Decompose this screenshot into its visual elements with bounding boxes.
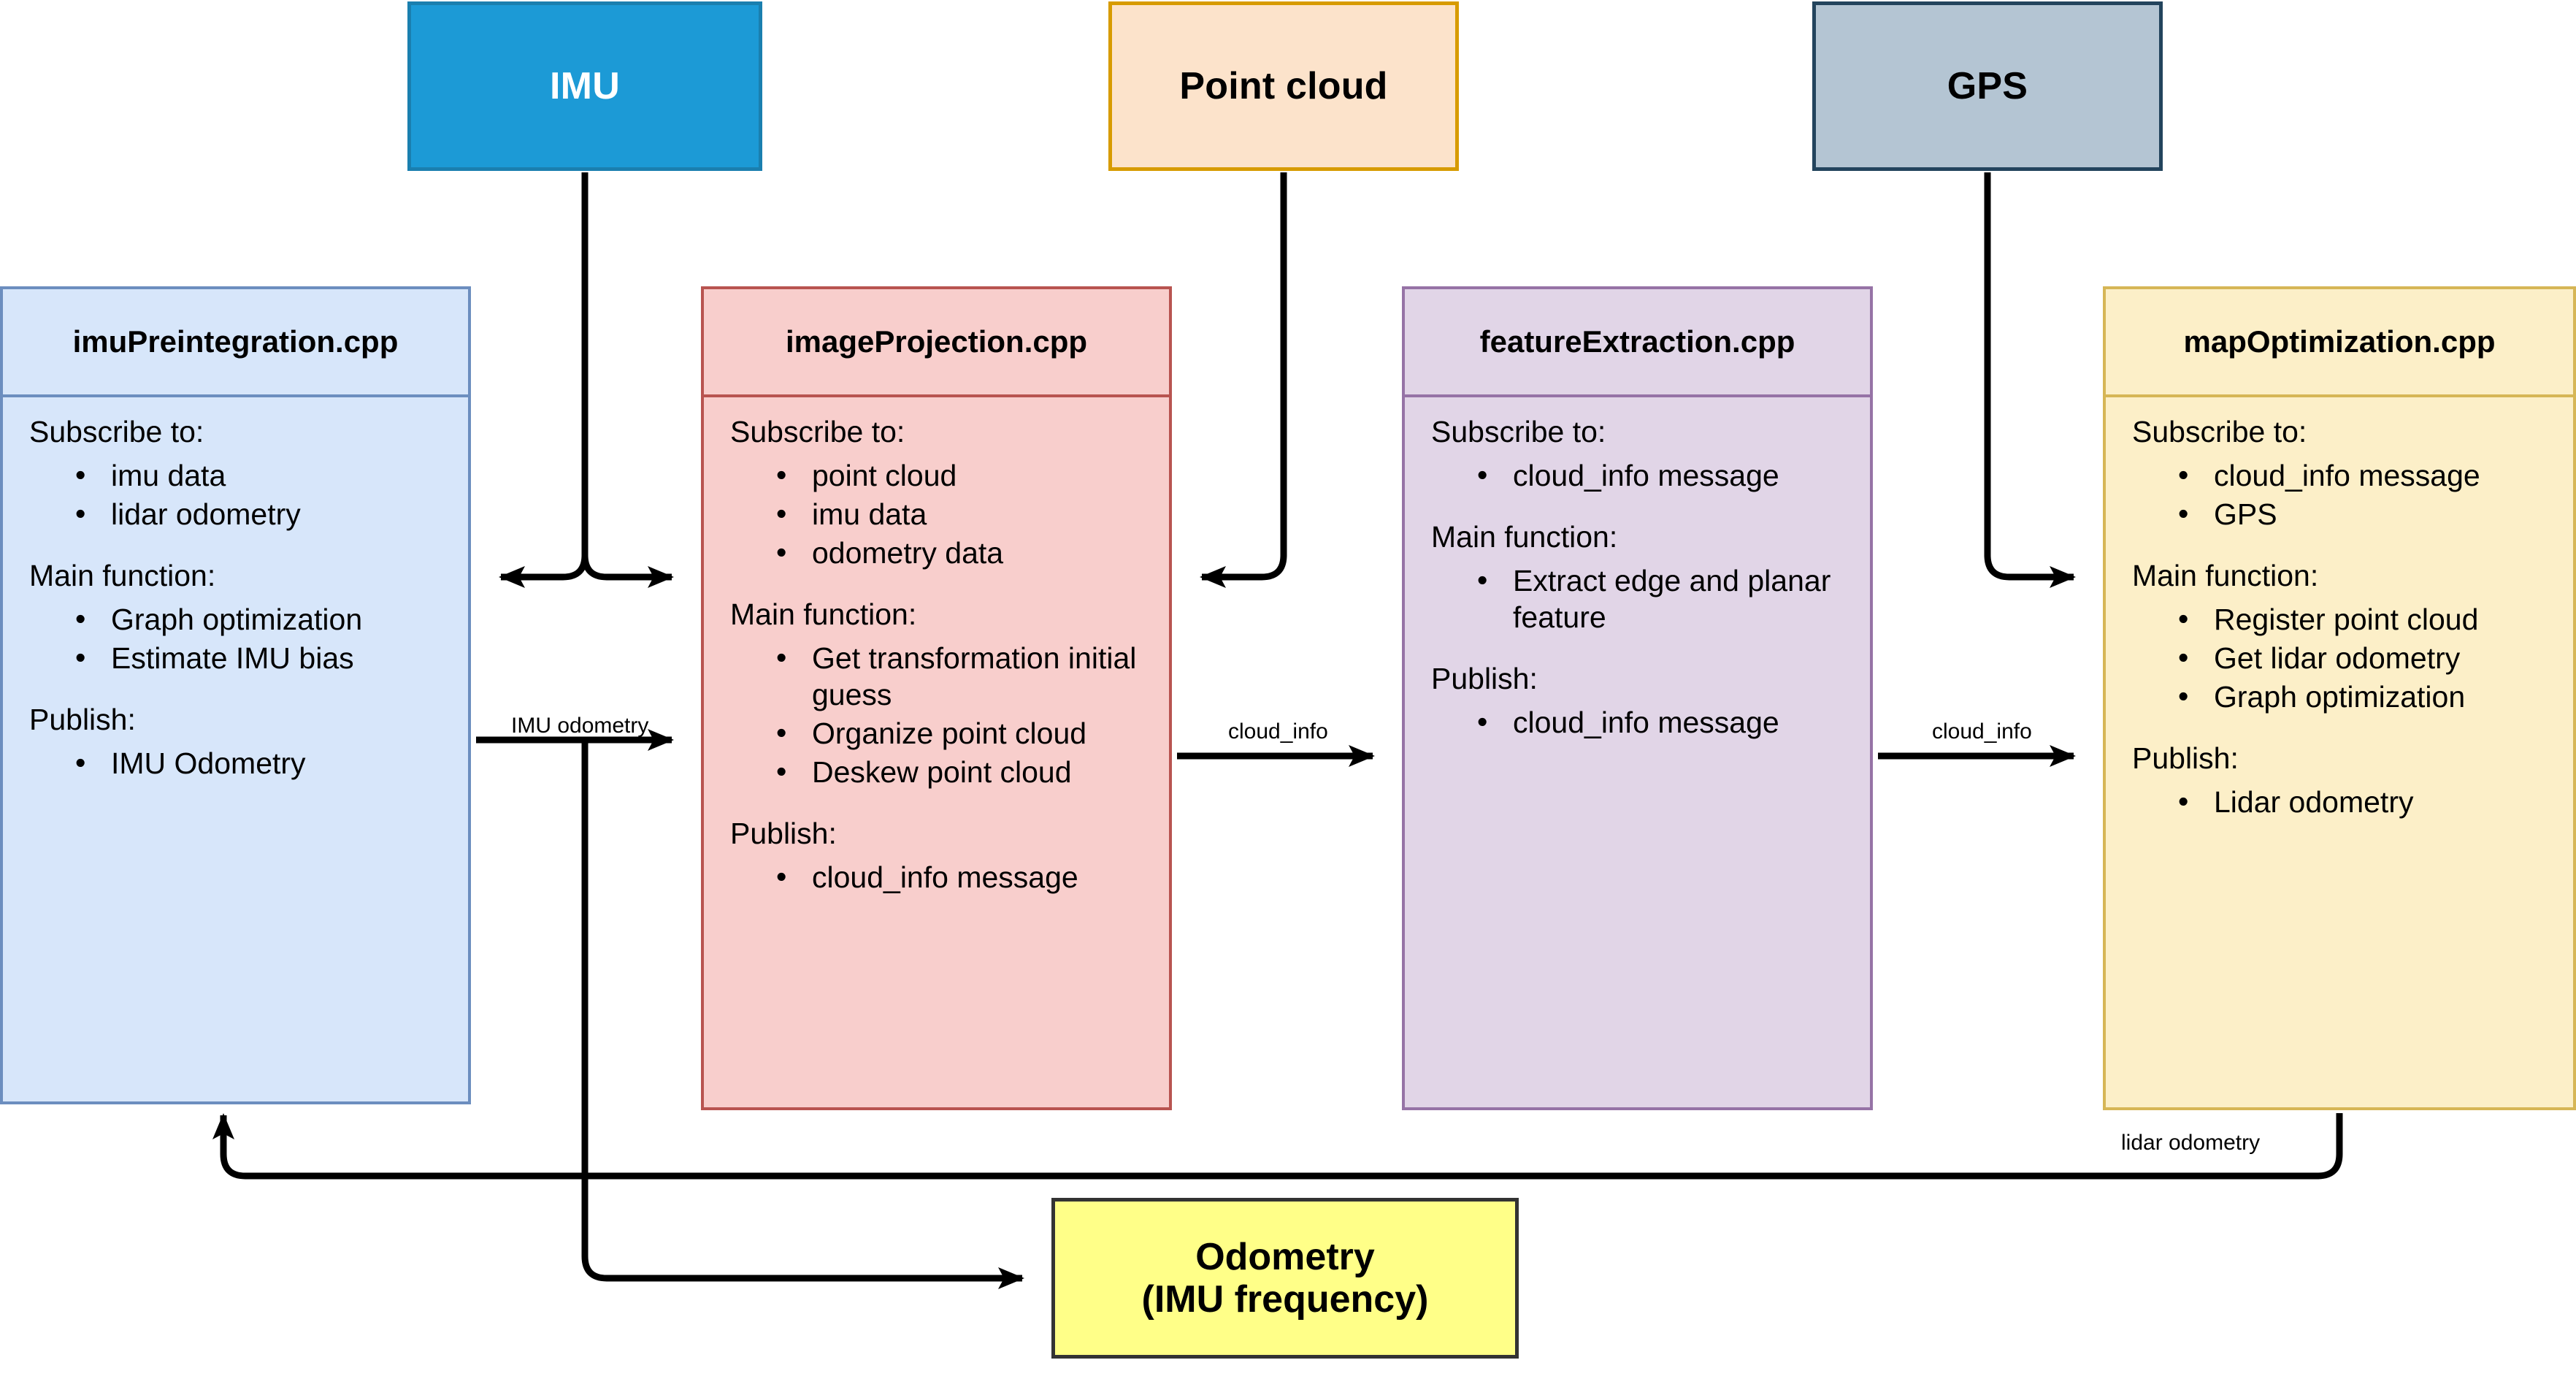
output-label-line1: Odometry bbox=[1195, 1235, 1375, 1278]
source-box-point-cloud[interactable]: Point cloud bbox=[1108, 1, 1459, 171]
source-box-gps[interactable]: GPS bbox=[1812, 1, 2163, 171]
edge-label-imu-odometry: IMU odometry bbox=[511, 714, 649, 738]
list-item: Graph optimization bbox=[2178, 678, 2566, 715]
source-label-gps: GPS bbox=[1947, 65, 2028, 107]
module-body-featureextraction: Subscribe to: cloud_info message Main fu… bbox=[1405, 397, 1870, 1107]
list-item: Register point cloud bbox=[2178, 600, 2566, 638]
list-publish: Lidar odometry bbox=[2106, 783, 2573, 820]
list-publish: IMU Odometry bbox=[3, 744, 468, 782]
list-item: point cloud bbox=[776, 457, 1162, 494]
output-box-odometry[interactable]: Odometry (IMU frequency) bbox=[1051, 1198, 1519, 1359]
module-body-imupreintegration: Subscribe to: imu data lidar odometry Ma… bbox=[3, 397, 468, 1101]
list-subscribe: cloud_info message bbox=[1405, 457, 1870, 494]
list-item: Extract edge and planar feature bbox=[1477, 562, 1863, 635]
list-item: Get lidar odometry bbox=[2178, 639, 2566, 676]
section-label-subscribe: Subscribe to: bbox=[2132, 415, 2307, 448]
module-body-mapoptimization: Subscribe to: cloud_info message GPS Mai… bbox=[2106, 397, 2573, 1107]
list-subscribe: imu data lidar odometry bbox=[3, 457, 468, 532]
wire-imu-to-imupreintegration bbox=[499, 554, 589, 588]
module-body-imageprojection: Subscribe to: point cloud imu data odome… bbox=[704, 397, 1169, 1107]
module-title-featureextraction: featureExtraction.cpp bbox=[1405, 289, 1870, 397]
source-label-imu: IMU bbox=[550, 65, 620, 107]
source-box-imu[interactable]: IMU bbox=[407, 1, 762, 171]
module-title-imupreintegration: imuPreintegration.cpp bbox=[3, 289, 468, 397]
section-label-publish: Publish: bbox=[730, 817, 837, 851]
list-publish: cloud_info message bbox=[1405, 703, 1870, 741]
list-item: imu data bbox=[776, 495, 1162, 532]
list-main: Extract edge and planar feature bbox=[1405, 562, 1870, 635]
wire-pointcloud-to-imageprojection bbox=[1200, 172, 1287, 588]
list-item: Lidar odometry bbox=[2178, 783, 2566, 820]
list-item: cloud_info message bbox=[2178, 457, 2566, 494]
module-box-featureextraction[interactable]: featureExtraction.cpp Subscribe to: clou… bbox=[1402, 286, 1873, 1110]
edge-label-cloud-info-1: cloud_info bbox=[1228, 719, 1328, 744]
list-main: Register point cloud Get lidar odometry … bbox=[2106, 600, 2573, 715]
section-label-main: Main function: bbox=[1431, 520, 1618, 554]
list-item: Deskew point cloud bbox=[776, 753, 1162, 790]
list-item: cloud_info message bbox=[776, 858, 1162, 895]
list-publish: cloud_info message bbox=[704, 858, 1169, 895]
module-box-imageprojection[interactable]: imageProjection.cpp Subscribe to: point … bbox=[701, 286, 1172, 1110]
module-box-mapoptimization[interactable]: mapOptimization.cpp Subscribe to: cloud_… bbox=[2103, 286, 2576, 1110]
wire-mapoptimization-to-imupreintegration bbox=[212, 1113, 2343, 1180]
section-label-main: Main function: bbox=[730, 597, 917, 632]
output-label-line2: (IMU frequency) bbox=[1141, 1278, 1429, 1321]
list-item: GPS bbox=[2178, 495, 2566, 532]
list-main: Graph optimization Estimate IMU bias bbox=[3, 600, 468, 676]
list-item: Get transformation initial guess bbox=[776, 639, 1162, 713]
section-label-publish: Publish: bbox=[1431, 662, 1538, 696]
list-item: cloud_info message bbox=[1477, 457, 1863, 494]
section-label-subscribe: Subscribe to: bbox=[1431, 415, 1606, 448]
list-item: Estimate IMU bias bbox=[75, 639, 461, 676]
list-item: cloud_info message bbox=[1477, 703, 1863, 741]
list-item: lidar odometry bbox=[75, 495, 461, 532]
list-item: Graph optimization bbox=[75, 600, 461, 638]
section-label-publish: Publish: bbox=[2132, 741, 2239, 776]
source-label-point-cloud: Point cloud bbox=[1179, 65, 1388, 107]
list-item: Organize point cloud bbox=[776, 714, 1162, 752]
module-title-imageprojection: imageProjection.cpp bbox=[704, 289, 1169, 397]
list-main: Get transformation initial guess Organiz… bbox=[704, 639, 1169, 790]
section-label-subscribe: Subscribe to: bbox=[29, 415, 204, 448]
list-item: imu data bbox=[75, 457, 461, 494]
section-label-main: Main function: bbox=[29, 559, 216, 593]
wire-gps-to-mapoptimization bbox=[1984, 172, 2076, 588]
list-item: IMU Odometry bbox=[75, 744, 461, 782]
edge-label-cloud-info-2: cloud_info bbox=[1932, 719, 2032, 744]
module-title-mapoptimization: mapOptimization.cpp bbox=[2106, 289, 2573, 397]
section-label-publish: Publish: bbox=[29, 703, 136, 737]
module-box-imupreintegration[interactable]: imuPreintegration.cpp Subscribe to: imu … bbox=[0, 286, 471, 1104]
wire-imu-to-imageprojection bbox=[581, 554, 674, 588]
section-label-main: Main function: bbox=[2132, 559, 2319, 593]
list-subscribe: point cloud imu data odometry data bbox=[704, 457, 1169, 571]
section-label-subscribe: Subscribe to: bbox=[730, 415, 905, 448]
list-subscribe: cloud_info message GPS bbox=[2106, 457, 2573, 532]
edge-label-lidar-odometry: lidar odometry bbox=[2121, 1131, 2261, 1155]
list-item: odometry data bbox=[776, 534, 1162, 571]
